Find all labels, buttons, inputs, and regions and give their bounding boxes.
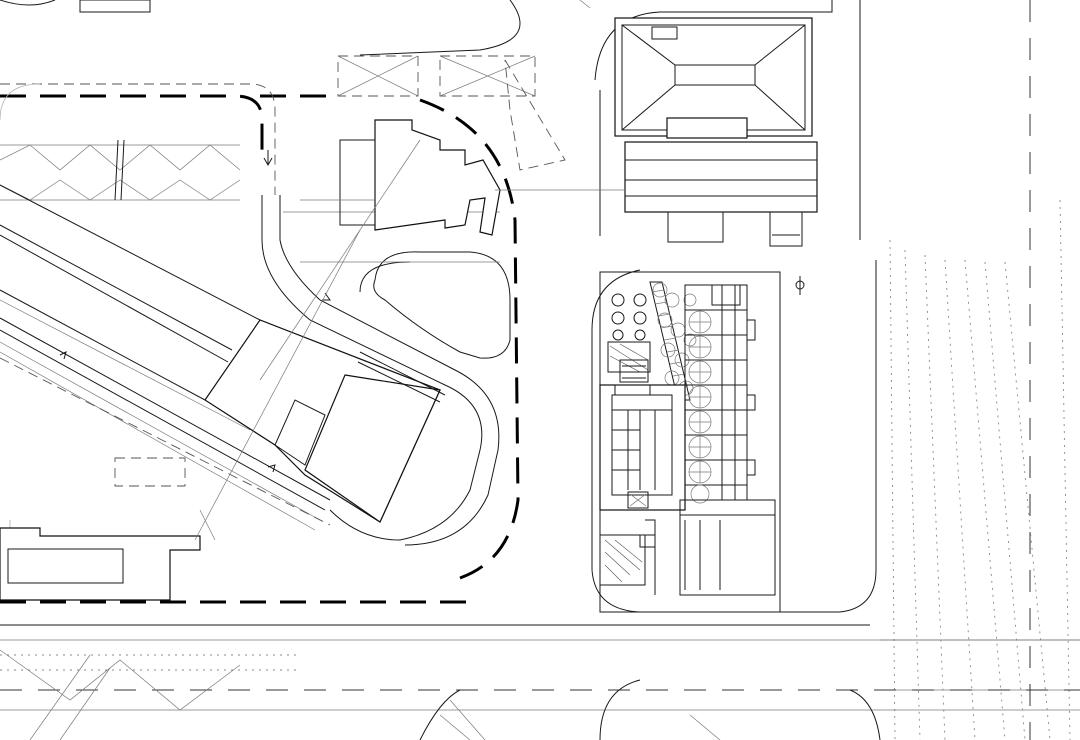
direction-arrows bbox=[59, 150, 331, 473]
direction-arrow-icon bbox=[267, 464, 276, 473]
top-middle-building bbox=[300, 119, 501, 236]
left-lower-structures bbox=[0, 457, 216, 601]
left-campus-boundary bbox=[0, 83, 520, 604]
dining-area bbox=[607, 293, 651, 383]
main-building-block bbox=[204, 319, 446, 523]
top-canopies bbox=[337, 55, 566, 171]
left-area-outline bbox=[0, 83, 41, 600]
tree-stair-band bbox=[649, 281, 697, 401]
room-column bbox=[684, 284, 756, 504]
central-core bbox=[599, 384, 686, 511]
right-road-markings bbox=[859, 0, 1080, 740]
direction-arrow-icon bbox=[322, 292, 331, 301]
diagonal-building-band bbox=[0, 184, 331, 531]
direction-arrow-icon bbox=[59, 351, 67, 360]
north-arrow-icon bbox=[795, 276, 805, 295]
detailed-pavilion-site bbox=[591, 260, 877, 613]
lower-utility bbox=[599, 499, 776, 596]
top-left-fragments bbox=[0, 0, 591, 56]
hip-roof-building bbox=[495, 0, 833, 247]
bottom-road-markings bbox=[0, 624, 1080, 740]
construction-lines bbox=[194, 139, 421, 541]
zigzag-hatch-left bbox=[0, 139, 241, 201]
